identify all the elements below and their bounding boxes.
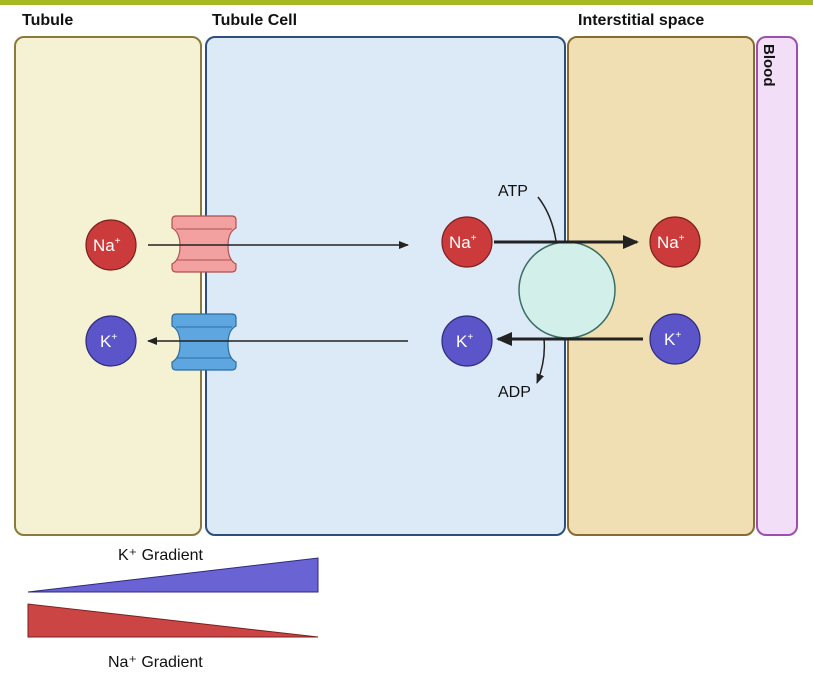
na-ion-interstitial: Na+	[649, 216, 701, 268]
blood-label: Blood	[760, 44, 777, 87]
tubule-compartment	[14, 36, 202, 536]
adp-curve-arrow	[536, 338, 546, 384]
na-ion-tubule: Na+	[85, 219, 137, 271]
k-gradient-wedge	[27, 557, 319, 593]
k-gradient-label: K⁺ Gradient	[118, 547, 203, 564]
blood-compartment	[756, 36, 798, 536]
svg-text:Na+: Na+	[449, 233, 477, 252]
svg-text:K+: K+	[664, 330, 681, 349]
na-gradient-wedge	[27, 603, 319, 638]
svg-text:K+: K+	[456, 332, 473, 351]
svg-text:Na+: Na+	[93, 236, 121, 255]
svg-text:K+: K+	[100, 332, 117, 351]
k-ion-interstitial: K+	[649, 313, 701, 365]
top-accent-bar	[0, 0, 813, 5]
k-channel-icon	[171, 313, 237, 371]
k-ion-cell: K+	[441, 315, 493, 367]
adp-label: ADP	[498, 384, 531, 401]
interstitial-heading: Interstitial space	[578, 12, 705, 29]
k-ion-tubule: K+	[85, 315, 137, 367]
na-channel-icon	[171, 215, 237, 273]
atp-label: ATP	[498, 183, 528, 200]
atp-curve	[537, 196, 557, 242]
na-gradient-label: Na⁺ Gradient	[108, 654, 203, 671]
tubule-heading: Tubule	[22, 12, 74, 29]
svg-text:Na+: Na+	[657, 233, 685, 252]
na-ion-cell: Na+	[441, 216, 493, 268]
na-k-pump-icon	[518, 241, 616, 339]
tubule-cell-heading: Tubule Cell	[212, 12, 298, 29]
tubule-cell-compartment	[205, 36, 566, 536]
